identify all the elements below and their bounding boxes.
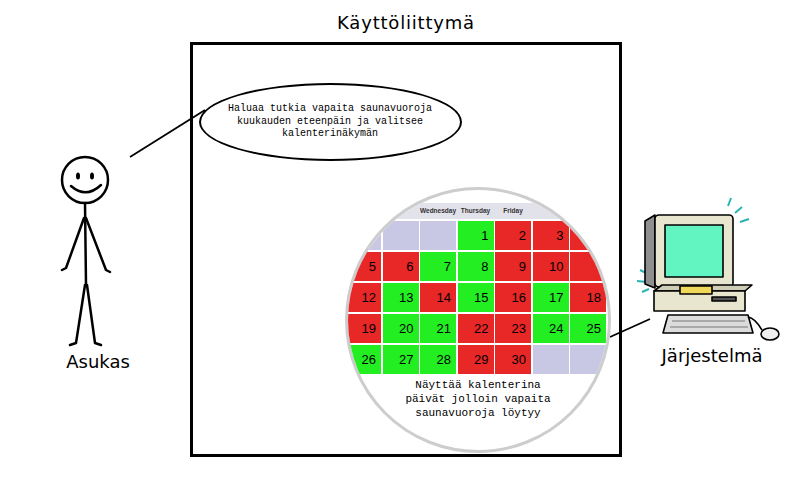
day-number: 13 <box>383 283 414 312</box>
figure-eye <box>90 173 94 180</box>
calendar-cell <box>570 221 606 250</box>
day-number: 5 <box>345 252 376 281</box>
figure-arm <box>62 218 84 270</box>
actor-label: Järjestelmä <box>662 345 763 366</box>
speech-ellipse: Haluaa tutkia vapaita saunavuoroja kuuka… <box>199 83 462 161</box>
day-number: 8 <box>458 252 489 281</box>
weekday-header: Thursday <box>458 203 494 219</box>
day-number: 14 <box>420 283 451 312</box>
day-number: 21 <box>420 314 451 343</box>
monitor-body <box>655 215 733 287</box>
calendar-cell <box>533 345 569 374</box>
lens-leader <box>610 319 650 337</box>
day-number: 26 <box>345 345 376 374</box>
day-number: 30 <box>495 345 526 374</box>
figure-leg <box>87 285 101 345</box>
calendar-cell <box>570 345 606 374</box>
day-number: 24 <box>533 314 564 343</box>
mouse <box>761 328 779 340</box>
day-number: 10 <box>533 252 564 281</box>
interface-frame: Haluaa tutkia vapaita saunavuoroja kuuka… <box>190 42 622 457</box>
day-number: 25 <box>570 314 601 343</box>
monitor-stand <box>680 286 712 294</box>
day-number: 6 <box>383 252 414 281</box>
node-text: Näyttää kalenterina päivät jolloin vapai… <box>402 378 554 420</box>
calendar-cell <box>345 221 381 250</box>
figure-eye <box>76 173 80 180</box>
weekday-header: Friday <box>495 203 531 219</box>
day-number: 2 <box>495 221 526 250</box>
computer-icon <box>637 198 779 340</box>
day-number: 19 <box>345 314 376 343</box>
node-text: Käyttöliittymä <box>190 12 622 33</box>
speech-leader <box>130 110 205 157</box>
day-number: 29 <box>458 345 489 374</box>
day-number: 15 <box>458 283 489 312</box>
figure-smile <box>71 185 101 192</box>
weekday-header: Wednesday <box>420 203 456 219</box>
keyboard-keys <box>670 321 748 327</box>
day-number: 23 <box>495 314 526 343</box>
day-number: 22 <box>458 314 489 343</box>
figure-head <box>62 157 108 203</box>
magnifier-circle: Näyttää kalenterina päivät jolloin vapai… <box>345 187 611 453</box>
monitor-screen <box>665 225 723 277</box>
drive-slot <box>712 297 736 301</box>
figure-body <box>85 203 86 285</box>
node-text: Haluaa tutkia vapaita saunavuoroja kuuka… <box>224 103 436 141</box>
monitor-side <box>645 215 655 288</box>
figure-arm <box>86 218 110 272</box>
day-number: 20 <box>383 314 414 343</box>
keyboard <box>663 315 753 333</box>
day-number: 1 <box>458 221 489 250</box>
figure-leg <box>70 285 85 345</box>
calendar-cell <box>420 221 456 250</box>
day-number: 16 <box>495 283 526 312</box>
day-number: 3 <box>533 221 564 250</box>
actor-label: Asukas <box>66 351 130 372</box>
day-number: 28 <box>420 345 451 374</box>
day-number: 27 <box>383 345 414 374</box>
mouse-cable <box>748 317 762 330</box>
day-number: 17 <box>533 283 564 312</box>
day-number: 9 <box>495 252 526 281</box>
day-number: 12 <box>345 283 376 312</box>
stick-figure <box>62 157 110 345</box>
day-number: 18 <box>570 283 601 312</box>
calendar-cell <box>570 252 606 281</box>
day-number: 7 <box>420 252 451 281</box>
calendar-cell <box>383 221 419 250</box>
